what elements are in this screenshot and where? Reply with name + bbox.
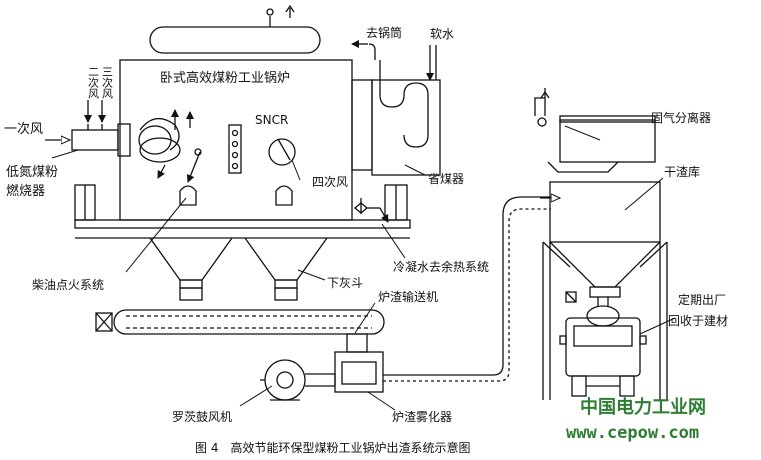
condensate-valve [353, 198, 389, 223]
leader-lines [51, 125, 676, 411]
label-periodic-discharge-1: 定期出厂 [678, 292, 726, 307]
sncr-nozzles [228, 124, 242, 174]
label-gas-solid-separator: 固气分离器 [651, 110, 711, 125]
economizer [351, 40, 441, 176]
air-arrows [45, 100, 106, 140]
label-low-nox-burner-2: 燃烧器 [6, 183, 45, 199]
label-to-drum: 去锅筒 [366, 25, 402, 40]
label-dry-slag-silo: 干渣库 [664, 164, 700, 179]
label-slag-conveyor: 炉渣输送机 [378, 289, 438, 304]
figure-caption: 图 4 高效节能环保型煤粉工业锅炉出渣系统示意图 [195, 440, 470, 455]
label-soft-water: 软水 [430, 27, 454, 41]
dump-truck [559, 297, 647, 397]
boiler-platform [74, 184, 411, 239]
boiler-title: 卧式高效煤粉工业锅炉 [160, 70, 290, 86]
label-roots-blower: 罗茨鼓风机 [172, 410, 232, 424]
flame-swirl-icon [138, 109, 202, 183]
label-economizer: 省煤器 [428, 172, 464, 186]
label-sncr: SNCR [255, 113, 288, 127]
label-periodic-discharge-2: 回收于建材 [668, 314, 728, 328]
ash-outlets [179, 185, 293, 206]
label-slag-atomizer: 炉渣雾化器 [392, 410, 452, 424]
label-low-nox-burner-1: 低氮煤粉 [6, 165, 58, 180]
steam-drum [149, 4, 321, 54]
slag-conveyor [95, 309, 385, 335]
label-diesel-ignition: 柴油点火系统 [32, 278, 104, 292]
roots-blower [260, 359, 336, 401]
label-ash-hopper: 下灰斗 [327, 276, 363, 290]
dry-slag-silo [542, 181, 668, 400]
label-condensate: 冷凝水去余热系统 [393, 259, 489, 274]
ash-hoppers [149, 237, 328, 301]
watermark-url: www.cepow.com [566, 423, 699, 443]
fourth-air-port [268, 138, 296, 166]
label-primary-air: 一次风 [4, 121, 43, 137]
label-fourth-air: 四次风 [312, 175, 348, 189]
watermark-name: 中国电力工业网 [580, 396, 706, 418]
label-secondary-air: 二次风 [87, 66, 100, 99]
low-nox-burner [71, 123, 131, 157]
gas-solid-separator [534, 88, 656, 173]
conveyor-outlet [334, 333, 384, 393]
label-tertiary-air: 三次风 [101, 66, 114, 99]
